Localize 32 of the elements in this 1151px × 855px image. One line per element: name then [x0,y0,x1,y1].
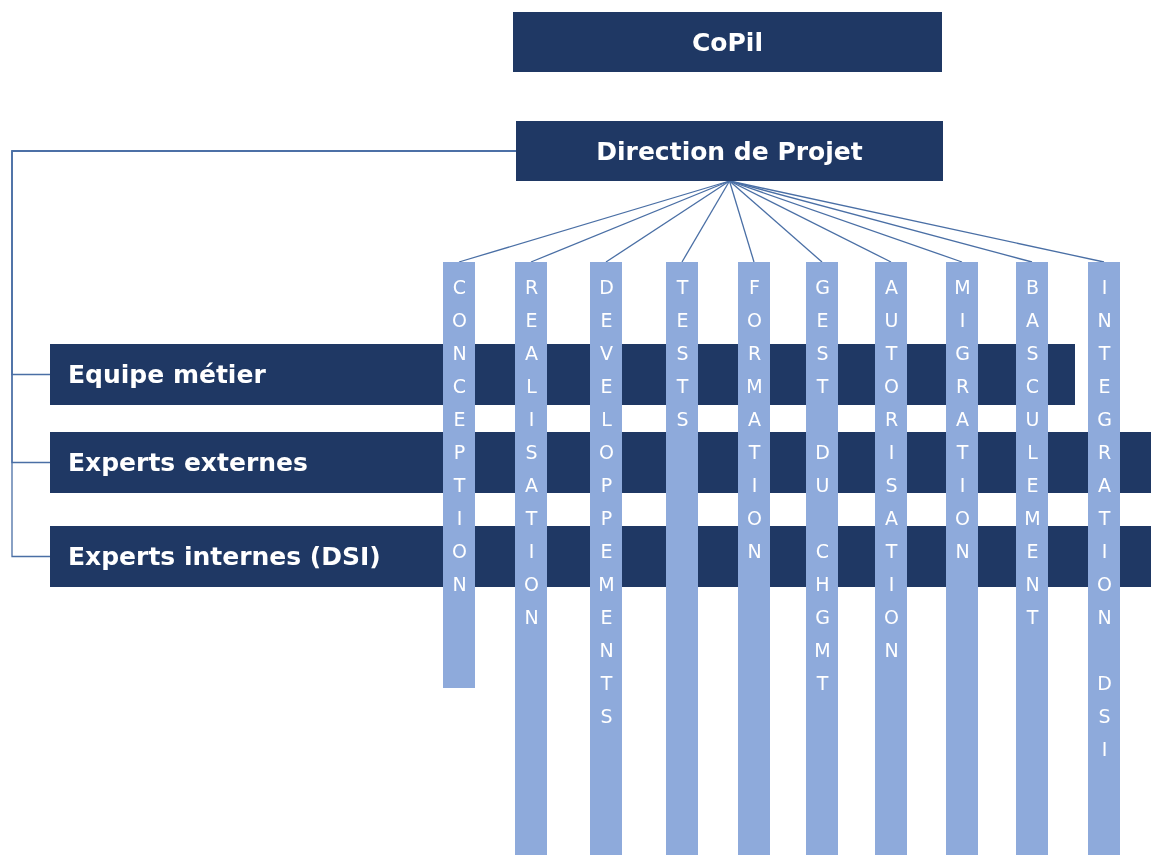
column-bar [1088,262,1120,855]
node-label: BASCULEMENT [1022,276,1042,639]
node-label: TESTS [672,276,692,441]
node-label: GEST DU CHGMT [812,276,832,705]
column-bar [946,262,978,855]
node-label: INTEGRATION DSI [1094,276,1114,771]
column-bar [515,262,547,855]
node-label: CONCEPTION [449,276,469,606]
column-bar [590,262,622,855]
connector-line [681,180,731,263]
node-label: REALISATION [521,276,541,639]
column-bar [666,262,698,855]
connector-line [728,180,755,263]
node-label: Equipe métier [68,360,266,389]
column-bar [875,262,907,855]
node-label: AUTORISATION [881,276,901,672]
column-bar [738,262,770,855]
node-label: Experts externes [68,448,308,477]
node-label: FORMATION [744,276,764,573]
connector-line [605,180,731,263]
column-bar [1016,262,1048,855]
connector-line [11,150,517,558]
node-label: MIGRATION [952,276,972,573]
column-bar [443,262,475,688]
title-box [516,121,943,181]
title-box [513,12,942,72]
node-label: DEVELOPPEMENTS [596,276,616,738]
node-label: Experts internes (DSI) [68,542,381,571]
node-label: CoPil [692,27,763,57]
column-bar [806,262,838,855]
connector-line [728,180,823,263]
node-label: Direction de Projet [596,136,863,166]
